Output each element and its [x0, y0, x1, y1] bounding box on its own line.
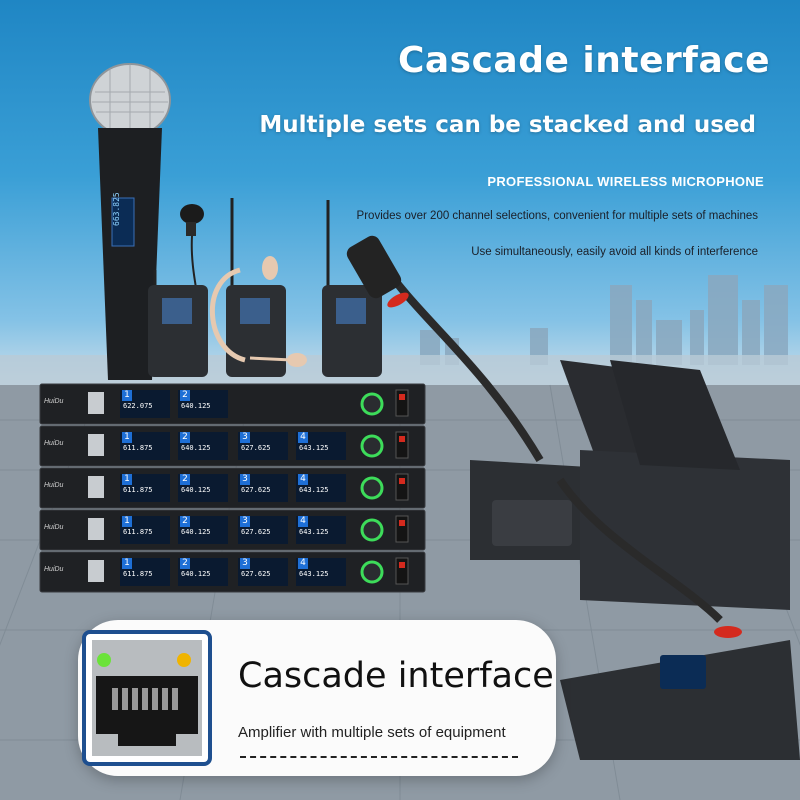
- channel-number: 2: [180, 432, 190, 443]
- rack-brand-label: HuiDu: [44, 566, 64, 573]
- channel-frequency: 627.625: [241, 570, 271, 578]
- receiver-rack: [39, 383, 426, 593]
- receiver-unit: [39, 425, 426, 467]
- rack-brand-label: HuiDu: [44, 524, 64, 531]
- headline: Cascade interface: [397, 40, 770, 81]
- dashed-divider: [240, 756, 518, 758]
- channel-number: 3: [240, 432, 250, 443]
- bodypack-transmitter-1: [148, 270, 208, 377]
- channel-frequency: 611.875: [123, 444, 153, 452]
- channel-number: 2: [180, 558, 190, 569]
- channel-number: 4: [298, 432, 308, 443]
- channel-frequency: 640.125: [181, 402, 211, 410]
- channel-frequency: 627.625: [241, 528, 271, 536]
- channel-number: 2: [180, 390, 190, 401]
- rj45-port-icon: [82, 630, 212, 766]
- volume-knob: [360, 560, 384, 584]
- channel-frequency: 643.125: [299, 444, 329, 452]
- receiver-unit: [39, 509, 426, 551]
- volume-knob: [360, 518, 384, 542]
- power-switch: [395, 557, 409, 585]
- tagline: PROFESSIONAL WIRELESS MICROPHONE: [487, 174, 764, 189]
- channel-frequency: 611.875: [123, 486, 153, 494]
- city-skyline: [420, 275, 788, 365]
- channel-number: 4: [298, 516, 308, 527]
- description-line-1: Provides over 200 channel selections, co…: [356, 210, 758, 222]
- volume-knob: [360, 392, 384, 416]
- channel-number: 3: [240, 474, 250, 485]
- headset-microphone: [209, 256, 307, 367]
- handheld-microphone: [89, 63, 171, 380]
- channel-frequency: 622.075: [123, 402, 153, 410]
- power-switch: [395, 431, 409, 459]
- receiver-unit: [39, 383, 426, 425]
- channel-number: 1: [122, 474, 132, 485]
- power-switch: [395, 389, 409, 417]
- power-switch: [395, 473, 409, 501]
- channel-number: 1: [122, 390, 132, 401]
- subheadline: Multiple sets can be stacked and used: [259, 112, 756, 138]
- channel-number: 3: [240, 558, 250, 569]
- channel-frequency: 611.875: [123, 528, 153, 536]
- channel-number: 1: [122, 558, 132, 569]
- channel-number: 4: [298, 474, 308, 485]
- channel-number: 2: [180, 516, 190, 527]
- bodypack-transmitter-3: [322, 200, 382, 377]
- rack-brand-label: HuiDu: [44, 440, 64, 447]
- rack-network-port: [88, 560, 104, 582]
- channel-number: 3: [240, 516, 250, 527]
- rack-network-port: [88, 476, 104, 498]
- bodypack-transmitter-2: [226, 198, 286, 377]
- channel-frequency: 643.125: [299, 486, 329, 494]
- handheld-display-readout: 663.825: [112, 192, 121, 226]
- rack-network-port: [88, 434, 104, 456]
- receiver-unit: [39, 467, 426, 509]
- callout-title: Cascade interface: [238, 656, 554, 696]
- channel-frequency: 643.125: [299, 528, 329, 536]
- rack-network-port: [88, 518, 104, 540]
- description-line-2: Use simultaneously, easily avoid all kin…: [471, 246, 758, 258]
- channel-frequency: 627.625: [241, 444, 271, 452]
- channel-frequency: 640.125: [181, 528, 211, 536]
- conference-microphone-right: [556, 477, 800, 760]
- channel-number: 1: [122, 516, 132, 527]
- channel-number: 4: [298, 558, 308, 569]
- channel-frequency: 640.125: [181, 444, 211, 452]
- callout-subtitle: Amplifier with multiple sets of equipmen…: [238, 724, 506, 741]
- conference-microphone-back-2: [610, 360, 740, 470]
- channel-frequency: 611.875: [123, 570, 153, 578]
- cascade-callout-card: Cascade interface Amplifier with multipl…: [78, 620, 556, 776]
- volume-knob: [360, 476, 384, 500]
- receiver-unit: [39, 551, 426, 593]
- power-switch: [395, 515, 409, 543]
- volume-knob: [360, 434, 384, 458]
- channel-frequency: 640.125: [181, 570, 211, 578]
- rack-network-port: [88, 392, 104, 414]
- channel-frequency: 627.625: [241, 486, 271, 494]
- channel-frequency: 640.125: [181, 486, 211, 494]
- channel-frequency: 643.125: [299, 570, 329, 578]
- rack-brand-label: HuiDu: [44, 398, 64, 405]
- channel-number: 2: [180, 474, 190, 485]
- channel-number: 1: [122, 432, 132, 443]
- rack-brand-label: HuiDu: [44, 482, 64, 489]
